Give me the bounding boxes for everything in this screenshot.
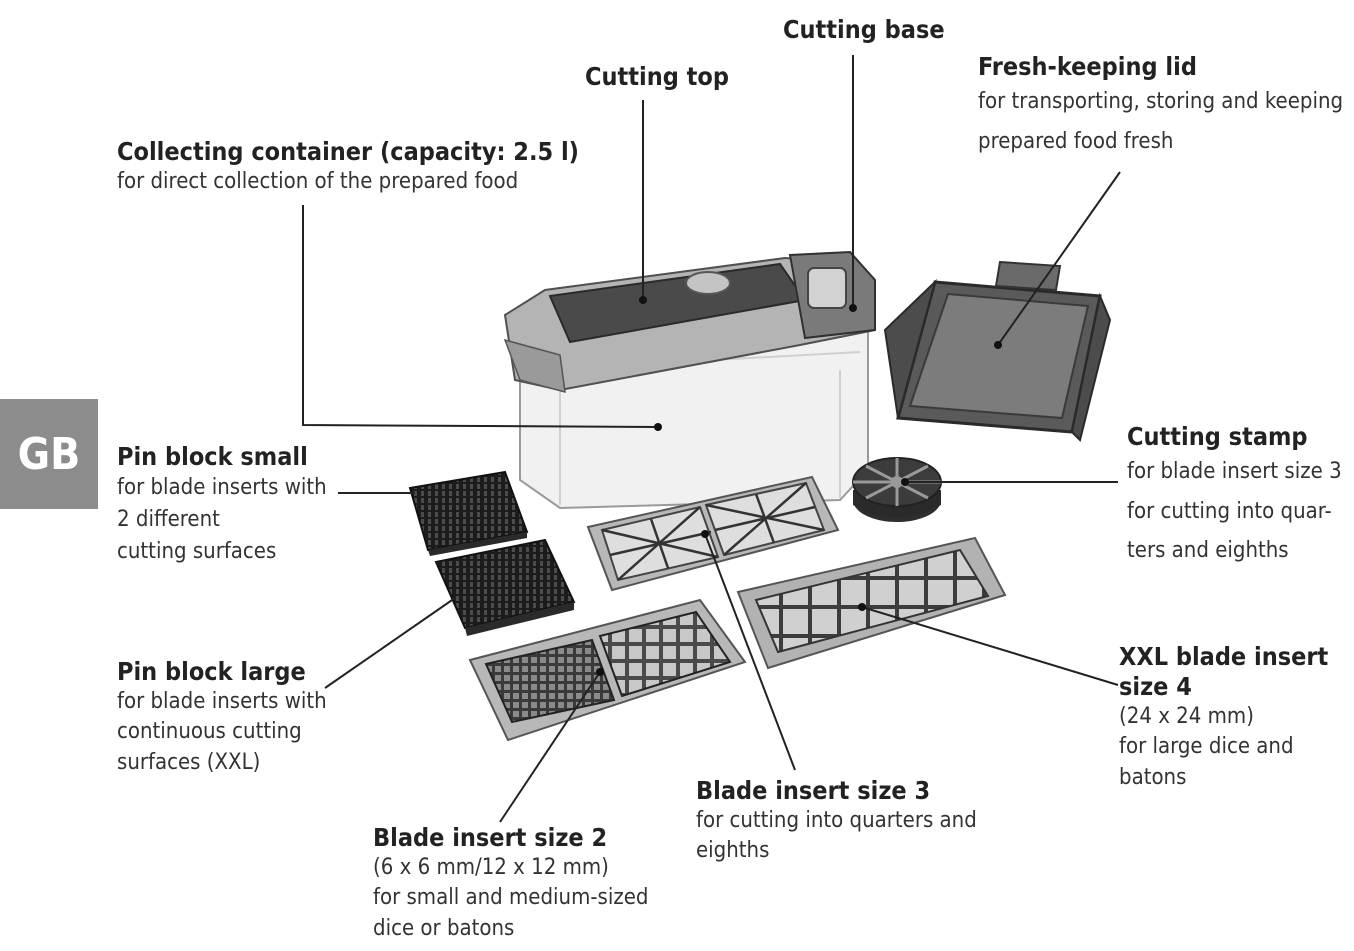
label-description: for transporting, storing and keeping pr… [978,89,1344,154]
leader-fresh-keeping-lid [997,171,1121,346]
cutting-top [503,256,876,394]
pin-block-small [408,470,529,556]
leader-dots [596,296,1002,676]
blade-insert-size-2 [468,598,747,742]
leader-pin-block-large [324,597,456,689]
label-pin-block-large: Pin block large for blade inserts with c… [117,657,327,778]
leader-collecting-container [302,205,659,428]
label-title: Cutting base [783,15,945,44]
label-description: (6 x 6 mm/12 x 12 mm) for small and medi… [373,855,649,941]
cutting-stamp [852,457,942,522]
label-title: Pin block large [117,657,306,686]
label-blade-insert-size-2: Blade insert size 2 (6 x 6 mm/12 x 12 mm… [373,823,648,944]
label-title: Collecting container (capacity: 2.5 l) [117,137,579,166]
label-description: for blade inserts with continuous cuttin… [117,689,327,775]
label-xxl-blade-insert: XXL blade insert size 4 (24 x 24 mm) for… [1119,642,1328,793]
label-fresh-keeping-lid: Fresh-keeping lid for transporting, stor… [978,52,1343,161]
fresh-keeping-lid [883,260,1112,442]
label-cutting-base: Cutting base [783,15,945,45]
label-pin-block-small: Pin block small for blade inserts with 2… [117,442,327,568]
label-cutting-stamp: Cutting stamp for blade insert size 3 fo… [1127,422,1342,571]
label-description: for blade inserts with 2 different cutti… [117,475,327,564]
label-title: Blade insert size 2 [373,823,608,852]
label-description: for direct collection of the prepared fo… [117,169,519,194]
label-title: Blade insert size 3 [696,776,931,805]
label-description: (24 x 24 mm) for large dice and batons [1119,704,1294,790]
label-blade-insert-size-3: Blade insert size 3 for cutting into qua… [696,776,977,867]
label-description: for blade insert size 3 for cutting into… [1127,459,1342,564]
cutting-base [788,250,876,340]
leader-xxl-blade-insert [861,606,1119,686]
label-description: for cutting into quarters and eighths [696,808,977,864]
language-tab: GB [0,399,98,509]
label-title: Fresh-keeping lid [978,52,1197,81]
label-title: Pin block small [117,442,308,471]
xxl-blade-insert [736,536,1007,670]
label-title: Cutting top [585,62,729,91]
leader-blade-insert-3 [704,533,796,771]
label-title: Cutting stamp [1127,422,1308,451]
blade-insert-size-3 [586,475,840,592]
label-title: XXL blade insert size 4 [1119,642,1329,701]
label-collecting-container: Collecting container (capacity: 2.5 l) f… [117,137,579,197]
leader-blade-insert-2 [499,671,601,823]
pin-block-large [434,538,576,636]
label-cutting-top: Cutting top [585,62,729,92]
leader-lines [302,55,1121,823]
